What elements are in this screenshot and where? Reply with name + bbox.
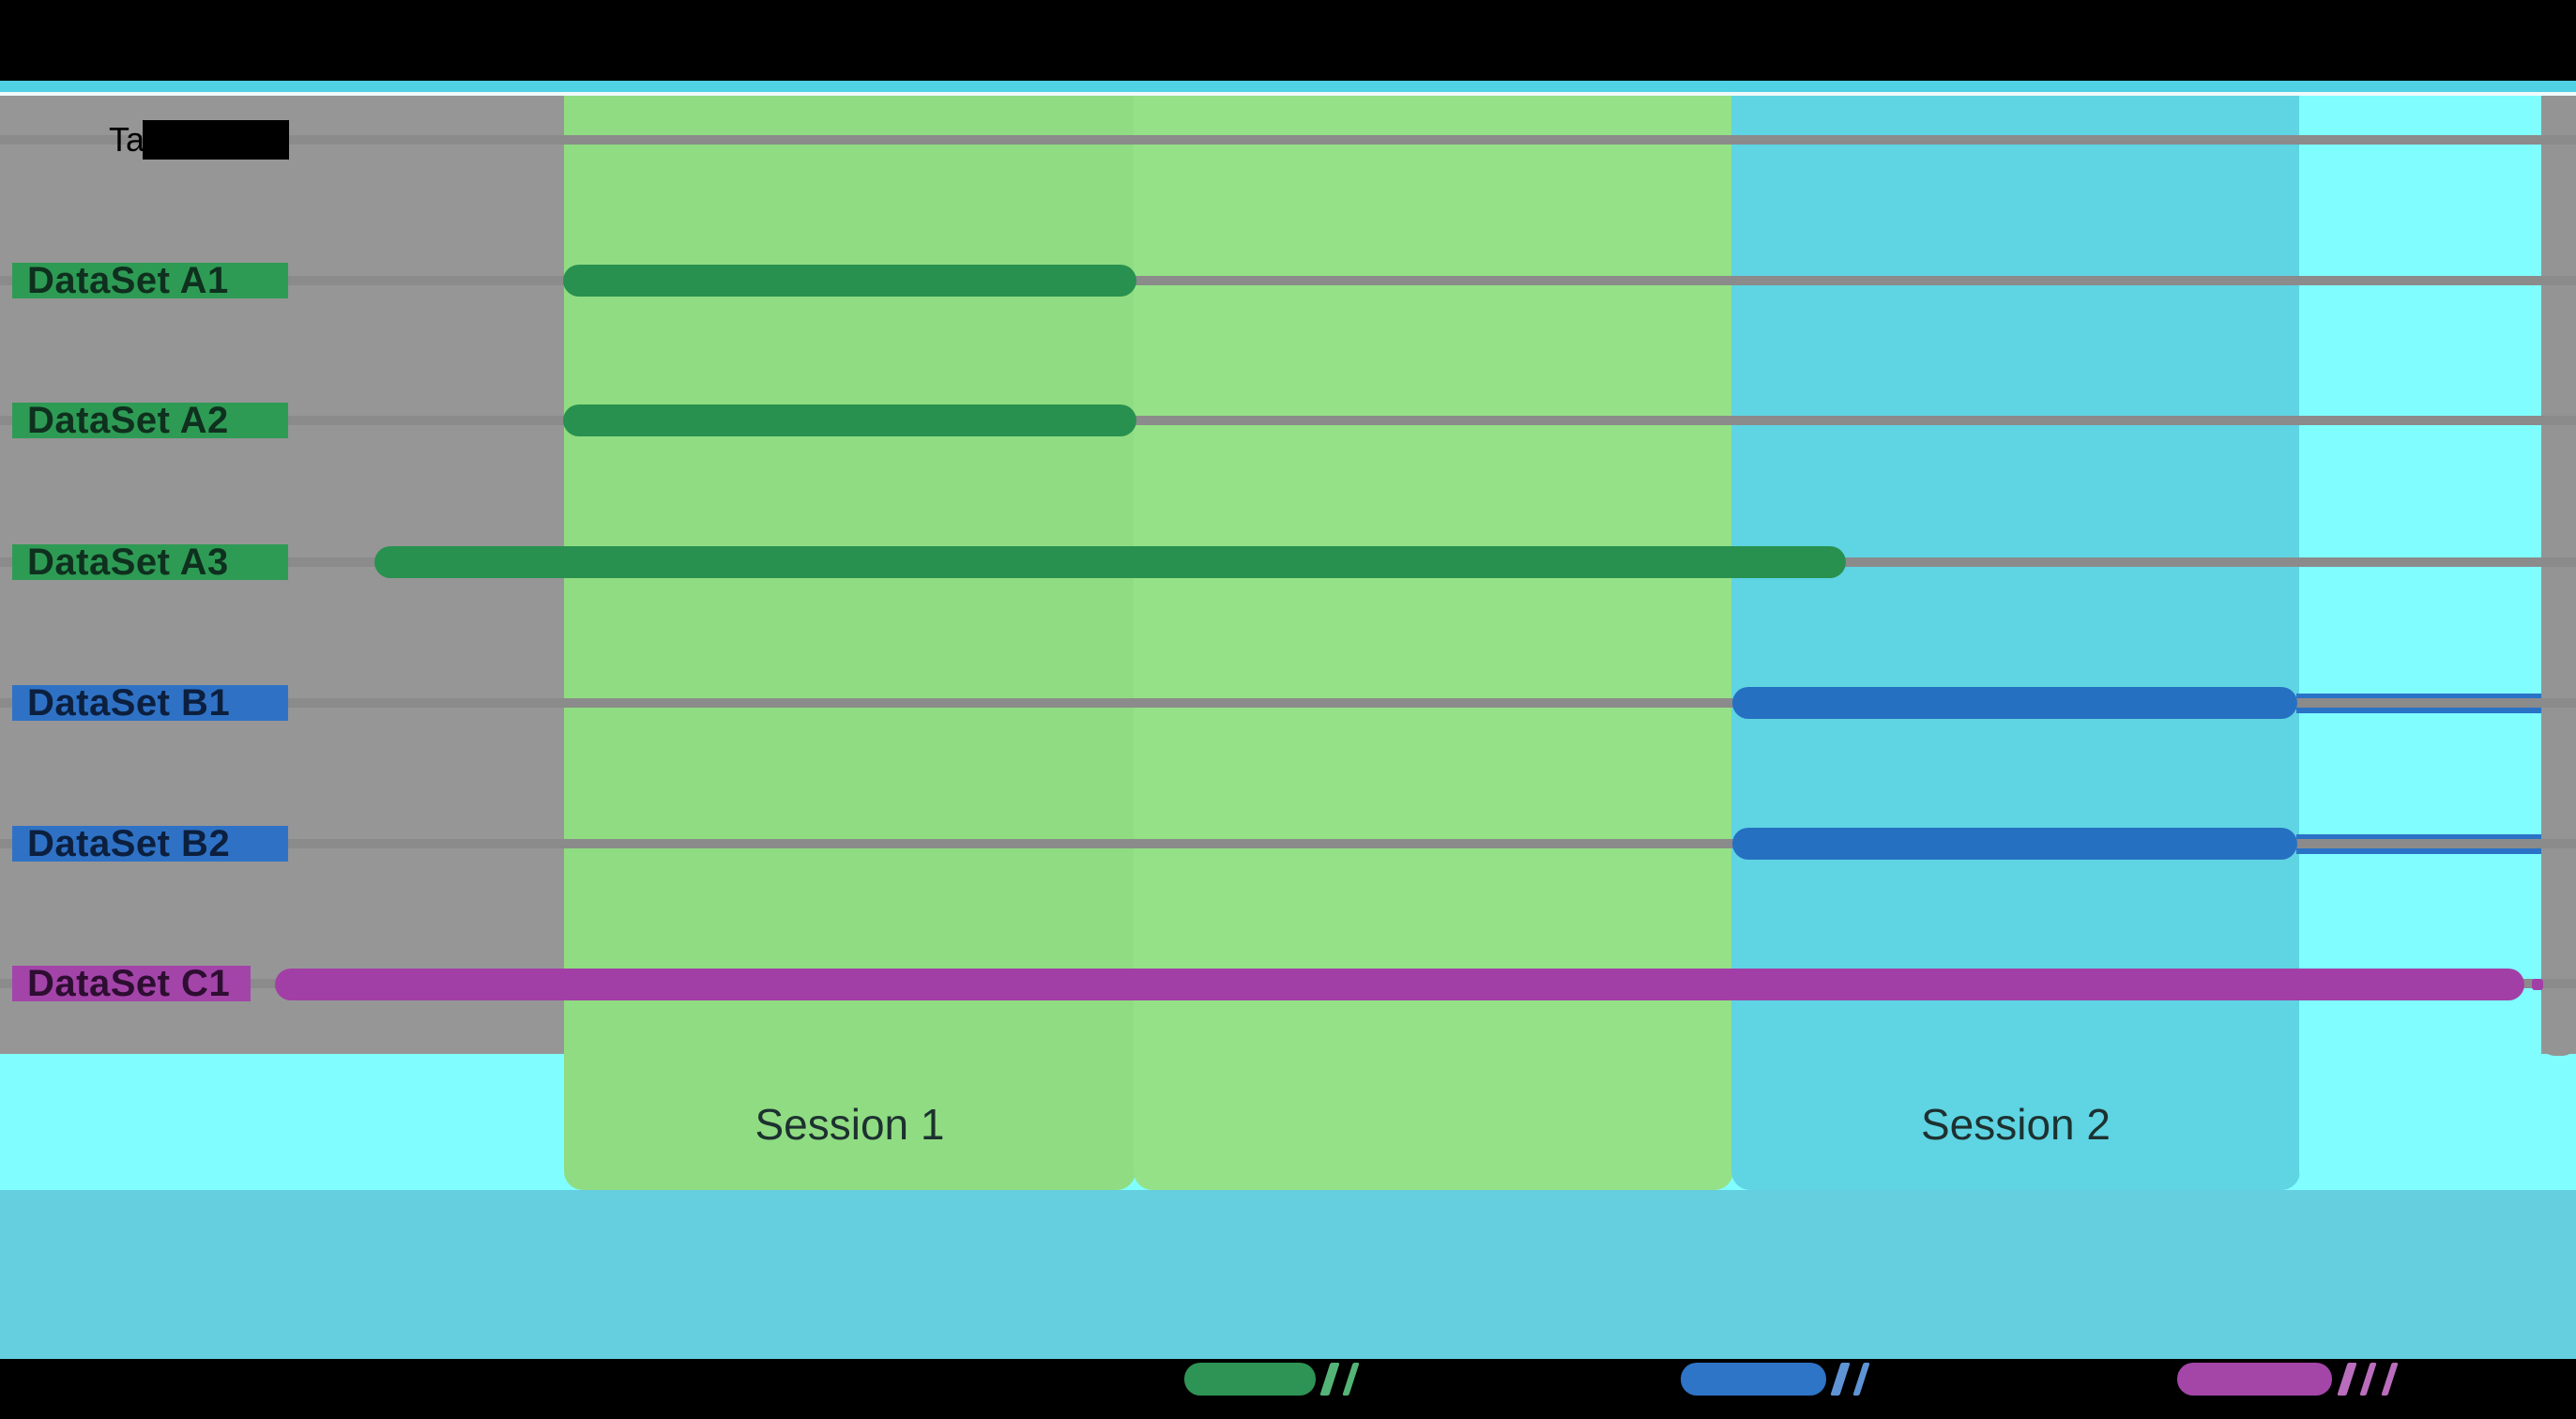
row-label-dataset-a2[interactable]: DataSet A2 [12, 403, 288, 438]
session1-panel-extension [1134, 96, 1733, 1190]
bar-dataset-a2[interactable] [563, 404, 1136, 436]
gridline-row-4 [0, 698, 2576, 708]
bar-dataset-b2[interactable] [1732, 828, 2297, 860]
session2-panel [1731, 96, 2300, 1190]
bar-dataset-b1[interactable] [1732, 687, 2297, 719]
gridline-row-5 [0, 839, 2576, 848]
session-1-text: Session 1 [755, 1100, 945, 1149]
session-2-label: Session 2 [1731, 1098, 2300, 1151]
bar-dataset-a1[interactable] [563, 265, 1136, 297]
gridline-task-row [0, 135, 2576, 145]
gridline-row-1 [0, 276, 2576, 285]
row-label-dataset-c1[interactable]: DataSet C1 [12, 966, 251, 1001]
row-label-dataset-b2[interactable]: DataSet B2 [12, 826, 288, 862]
session3-panel-partial [2299, 96, 2541, 1190]
row-label-dataset-a1[interactable]: DataSet A1 [12, 263, 288, 298]
redaction-box-task [143, 120, 289, 160]
session-2-text: Session 2 [1920, 1100, 2111, 1149]
bar-dataset-a3[interactable] [374, 546, 1846, 578]
row-label-text: DataSet A2 [27, 403, 229, 438]
legend-swatch-purple[interactable] [2177, 1363, 2332, 1396]
row-label-dataset-a3[interactable]: DataSet A3 [12, 544, 288, 580]
bar-dataset-c1-tip [2532, 979, 2543, 990]
gridline-row-2 [0, 416, 2576, 425]
legend-swatch-green[interactable] [1184, 1363, 1316, 1396]
footer-cyan-band [0, 1190, 2576, 1359]
bar-dataset-c1[interactable] [275, 969, 2524, 1000]
row-label-dataset-b1[interactable]: DataSet B1 [12, 685, 288, 721]
row-label-text: DataSet A3 [27, 544, 229, 580]
session1-panel [564, 96, 1136, 1190]
session-1-label: Session 1 [564, 1098, 1136, 1151]
row-label-text: DataSet C1 [27, 966, 231, 1001]
top-white-divider [0, 92, 2576, 96]
right-gray-column [2541, 96, 2576, 1056]
row-label-text: DataSet B2 [27, 826, 231, 862]
legend-swatch-blue[interactable] [1681, 1363, 1826, 1396]
row-label-text: DataSet A1 [27, 263, 229, 298]
top-cyan-strip [0, 81, 2576, 92]
row-label-text: DataSet B1 [27, 685, 231, 721]
